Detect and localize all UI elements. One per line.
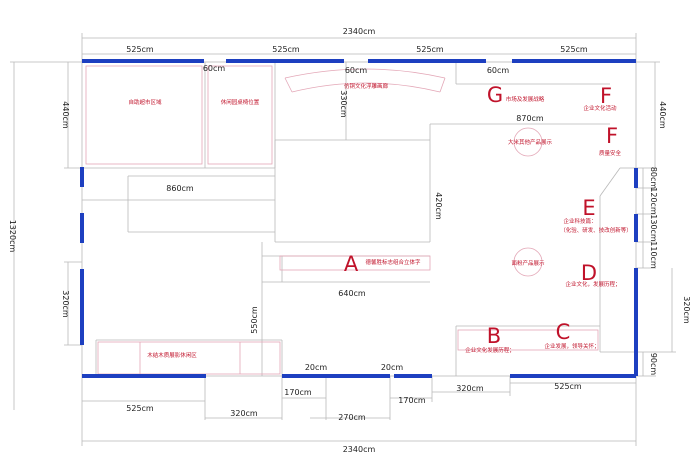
dim-inner-860: 860cm <box>166 184 194 193</box>
dim-bottom-20-1: 20cm <box>305 363 328 372</box>
label-self-service: 自助超市区域 <box>128 98 162 106</box>
letter-c: C <box>556 320 571 344</box>
dim-top-gap-3: 60cm <box>487 66 510 75</box>
dim-top-gap-2: 60cm <box>345 66 368 75</box>
dim-top-gap-1: 60cm <box>203 64 226 73</box>
dim-left-320: 320cm <box>61 290 70 318</box>
dim-right-320: 320cm <box>682 296 691 324</box>
dim-bottom-320-left: 320cm <box>230 409 258 418</box>
label-c: 企业发展，领导关怀； <box>544 342 599 350</box>
dim-total-bottom: 2340cm <box>343 445 376 454</box>
label-g: 市场及发展战略 <box>506 95 545 103</box>
letter-d: D <box>581 261 597 285</box>
dim-bottom-525-right: 525cm <box>554 382 582 391</box>
label-f1: 企业文化活动 <box>583 104 617 112</box>
dim-right-80: 80cm <box>649 167 658 190</box>
dim-bottom-320-right: 320cm <box>456 384 484 393</box>
letter-g: G <box>487 83 503 107</box>
label-d: 企业文化，发展历程； <box>565 280 620 288</box>
dim-left-440: 440cm <box>61 101 70 129</box>
dim-bottom-170-2: 170cm <box>398 396 426 405</box>
dim-bottom-20-2: 20cm <box>381 363 404 372</box>
dim-top-525-2: 525cm <box>272 45 300 54</box>
wall-segments <box>80 59 638 378</box>
label-corridor: 仿铜文化浮雕画廊 <box>344 82 389 90</box>
label-rest-seat: 休闲园桌椅位置 <box>221 98 260 106</box>
letter-f1: F <box>600 84 612 108</box>
outline-lines <box>10 33 676 446</box>
label-flour-products: 面粉产品展示 <box>511 259 545 267</box>
letter-b: B <box>487 324 501 348</box>
label-e-1: 企业科技篇： <box>563 217 596 225</box>
label-wood-rest: 木结木质展影休闲区 <box>147 351 197 359</box>
dim-inner-330: 330cm <box>339 90 348 118</box>
label-rice-products: 大米其他产品展示 <box>508 138 553 146</box>
letter-a: A <box>344 252 359 276</box>
dim-bottom-270: 270cm <box>338 413 366 422</box>
zone-outlines <box>85 65 599 375</box>
dimension-labels: 2340cm 525cm 525cm 525cm 525cm 60cm 60cm… <box>8 27 691 454</box>
dim-inner-870: 870cm <box>516 114 544 123</box>
label-e-2: （化验、研发、技改创新等） <box>560 226 632 234</box>
dim-total-height: 1320cm <box>8 220 17 253</box>
dim-top-525-1: 525cm <box>126 45 154 54</box>
dim-inner-550: 550cm <box>250 306 259 334</box>
dim-right-90: 90cm <box>649 353 658 376</box>
label-f2: 质量安全 <box>599 149 622 157</box>
dim-inner-420: 420cm <box>434 192 443 220</box>
letter-e: E <box>582 196 595 220</box>
dim-bottom-170-1: 170cm <box>284 388 312 397</box>
dim-inner-640: 640cm <box>338 289 366 298</box>
dim-right-110: 110cm <box>649 241 658 269</box>
dim-top-525-4: 525cm <box>560 45 588 54</box>
dim-total-top: 2340cm <box>343 27 376 36</box>
letter-f2: F <box>606 124 618 148</box>
dim-right-130: 130cm <box>649 214 658 242</box>
label-a: 德馨胜标志组合立体字 <box>365 258 421 266</box>
label-b: 企业文化发展历程； <box>465 346 515 354</box>
dim-top-525-3: 525cm <box>416 45 444 54</box>
dim-right-120: 120cm <box>649 187 658 215</box>
dim-bottom-525-left: 525cm <box>126 404 154 413</box>
dim-right-440: 440cm <box>658 101 667 129</box>
zone-labels: 自助超市区域 休闲园桌椅位置 仿铜文化浮雕画廊 G 市场及发展战略 F 企业文化… <box>128 82 631 359</box>
